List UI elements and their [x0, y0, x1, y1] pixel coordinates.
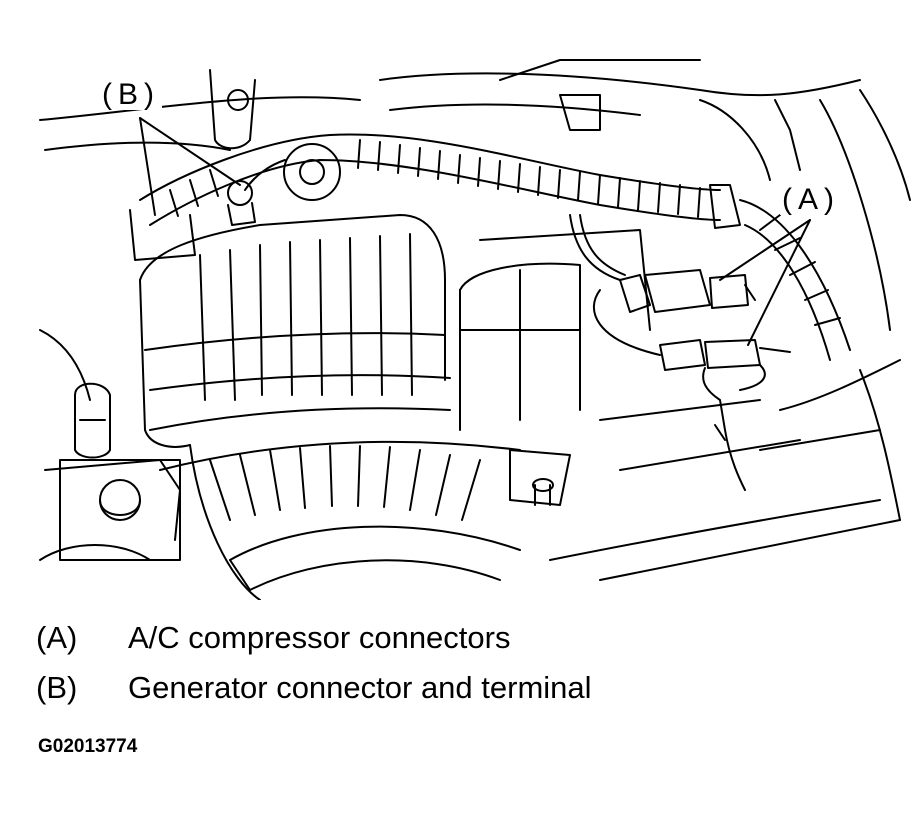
legend: (A) A/C compressor connectors (B) Generato…: [36, 622, 896, 722]
legend-key-a: (A): [36, 620, 78, 655]
legend-item-b: (B) Generator connector and terminal: [36, 672, 592, 703]
wiring-harness: [129, 133, 851, 361]
engine-bay-line-drawing: [39, 59, 911, 600]
engine-background-lines: [39, 59, 911, 581]
left-mount-bracket: [59, 382, 181, 561]
callout-label-a: (A): [780, 183, 842, 216]
generator-body: [139, 214, 521, 600]
generator-terminal: [227, 143, 341, 226]
figure-id: G02013774: [38, 736, 138, 757]
legend-item-a: (A) A/C compressor connectors: [36, 622, 510, 653]
engine-block-right: [459, 229, 801, 506]
legend-text-b: Generator connector and terminal: [128, 670, 592, 705]
legend-key-b: (B): [36, 670, 78, 705]
ac-compressor-connectors: [569, 214, 791, 491]
legend-text-a: A/C compressor connectors: [128, 620, 511, 655]
callout-label-b: (B): [100, 78, 162, 111]
leader-lines: [139, 117, 811, 346]
